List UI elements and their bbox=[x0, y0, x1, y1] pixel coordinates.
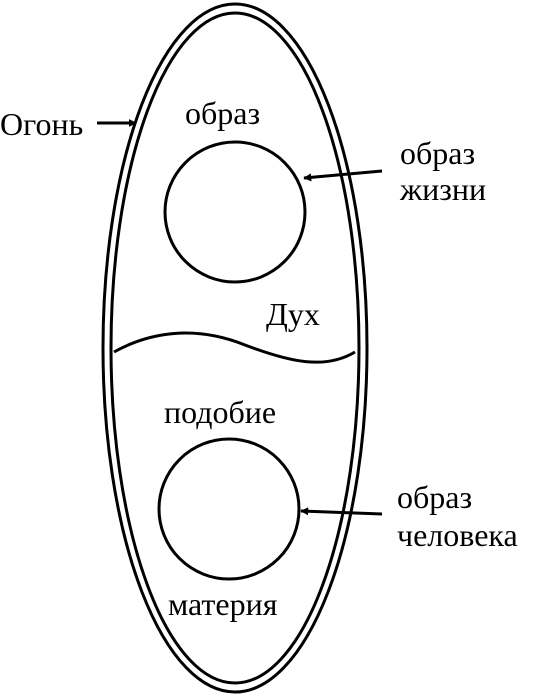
label-image-of-life-1: образ bbox=[400, 135, 475, 171]
label-image-of-man-1: образ bbox=[397, 479, 472, 515]
arrow-image-of-man bbox=[300, 507, 383, 516]
inner-ellipse bbox=[109, 11, 361, 685]
label-image-of-man-2: человека bbox=[397, 517, 518, 553]
label-image: образ bbox=[185, 95, 260, 131]
outer-ellipse bbox=[101, 2, 369, 694]
wave-divider bbox=[113, 331, 356, 364]
arrow-image-of-life bbox=[303, 169, 383, 182]
label-fire: Огонь bbox=[0, 106, 83, 142]
label-matter: материя bbox=[168, 586, 278, 622]
circle-image-of-life bbox=[163, 140, 307, 284]
circle-image-of-man bbox=[157, 437, 301, 581]
label-image-of-life-2: жизни bbox=[399, 171, 486, 207]
label-likeness: подобие bbox=[164, 394, 276, 430]
label-spirit: Дух bbox=[266, 296, 320, 332]
